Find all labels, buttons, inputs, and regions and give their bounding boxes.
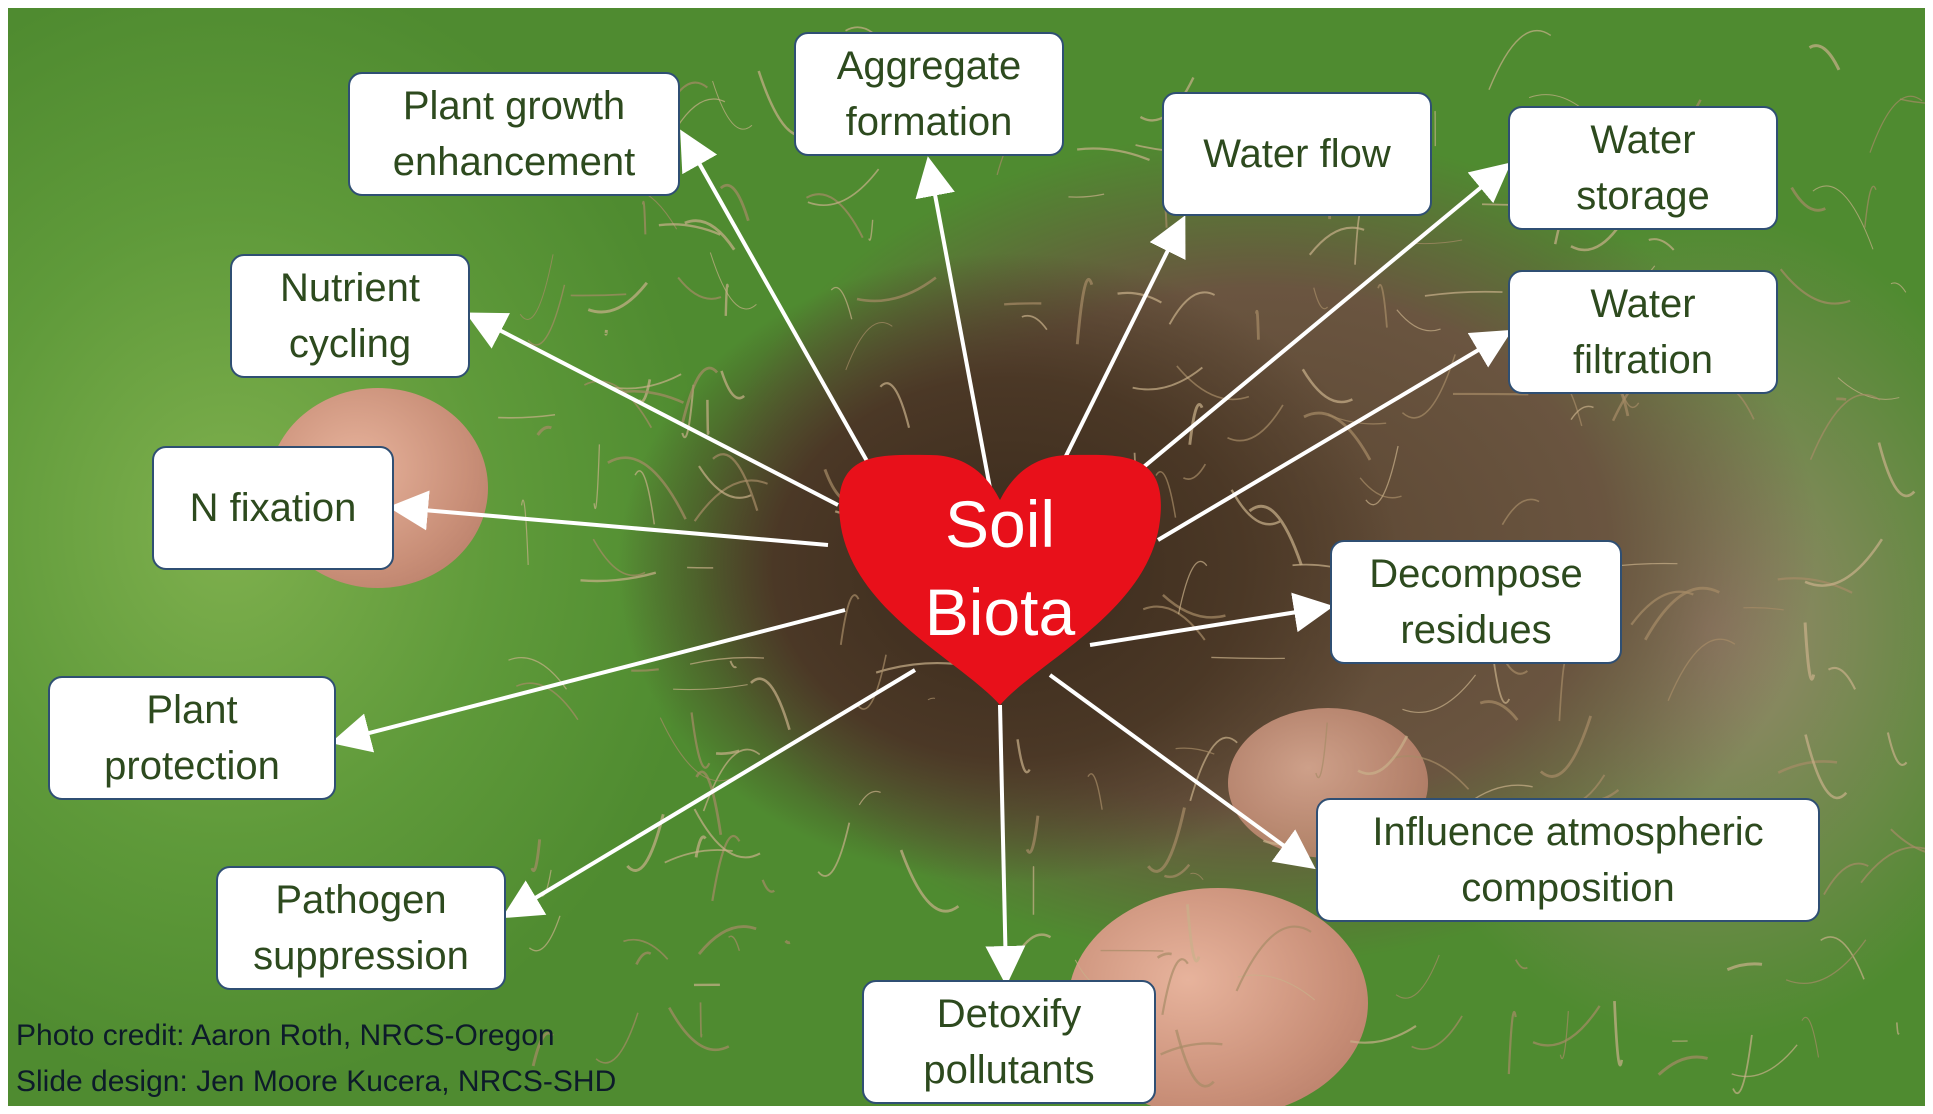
arrow-to-aggregate-formation: [930, 168, 990, 488]
arrow-to-plant-growth-enhancement: [686, 140, 872, 470]
box-water-flow: Water flow: [1162, 92, 1432, 216]
arrow-to-influence-atmospheric-composition: [1050, 675, 1306, 862]
arrow-to-nutrient-cycling: [476, 318, 838, 505]
photo-credit: Photo credit: Aaron Roth, NRCS-Oregon: [16, 1016, 555, 1056]
arrow-to-detoxify-pollutants: [1000, 705, 1006, 974]
arrow-to-n-fixation: [400, 508, 828, 545]
box-n-fixation: N fixation: [152, 446, 394, 570]
box-decompose-residues: Decompose residues: [1330, 540, 1622, 664]
box-nutrient-cycling: Nutrient cycling: [230, 254, 470, 378]
arrow-to-water-filtration: [1158, 336, 1502, 540]
box-pathogen-suppression: Pathogen suppression: [216, 866, 506, 990]
arrow-to-pathogen-suppression: [512, 670, 915, 912]
box-detoxify-pollutants: Detoxify pollutants: [862, 980, 1156, 1104]
box-influence-atmospheric-composition: Influence atmospheric composition: [1316, 798, 1820, 922]
box-plant-protection: Plant protection: [48, 676, 336, 800]
design-credit: Slide design: Jen Moore Kucera, NRCS-SHD: [16, 1062, 616, 1102]
soil-biota-label: Soil Biota: [850, 480, 1150, 656]
box-plant-growth-enhancement: Plant growth enhancement: [348, 72, 680, 196]
arrow-to-plant-protection: [342, 610, 845, 740]
box-water-filtration: Water filtration: [1508, 270, 1778, 394]
arrow-to-water-flow: [1060, 226, 1180, 468]
box-water-storage: Water storage: [1508, 106, 1778, 230]
box-aggregate-formation: Aggregate formation: [794, 32, 1064, 156]
